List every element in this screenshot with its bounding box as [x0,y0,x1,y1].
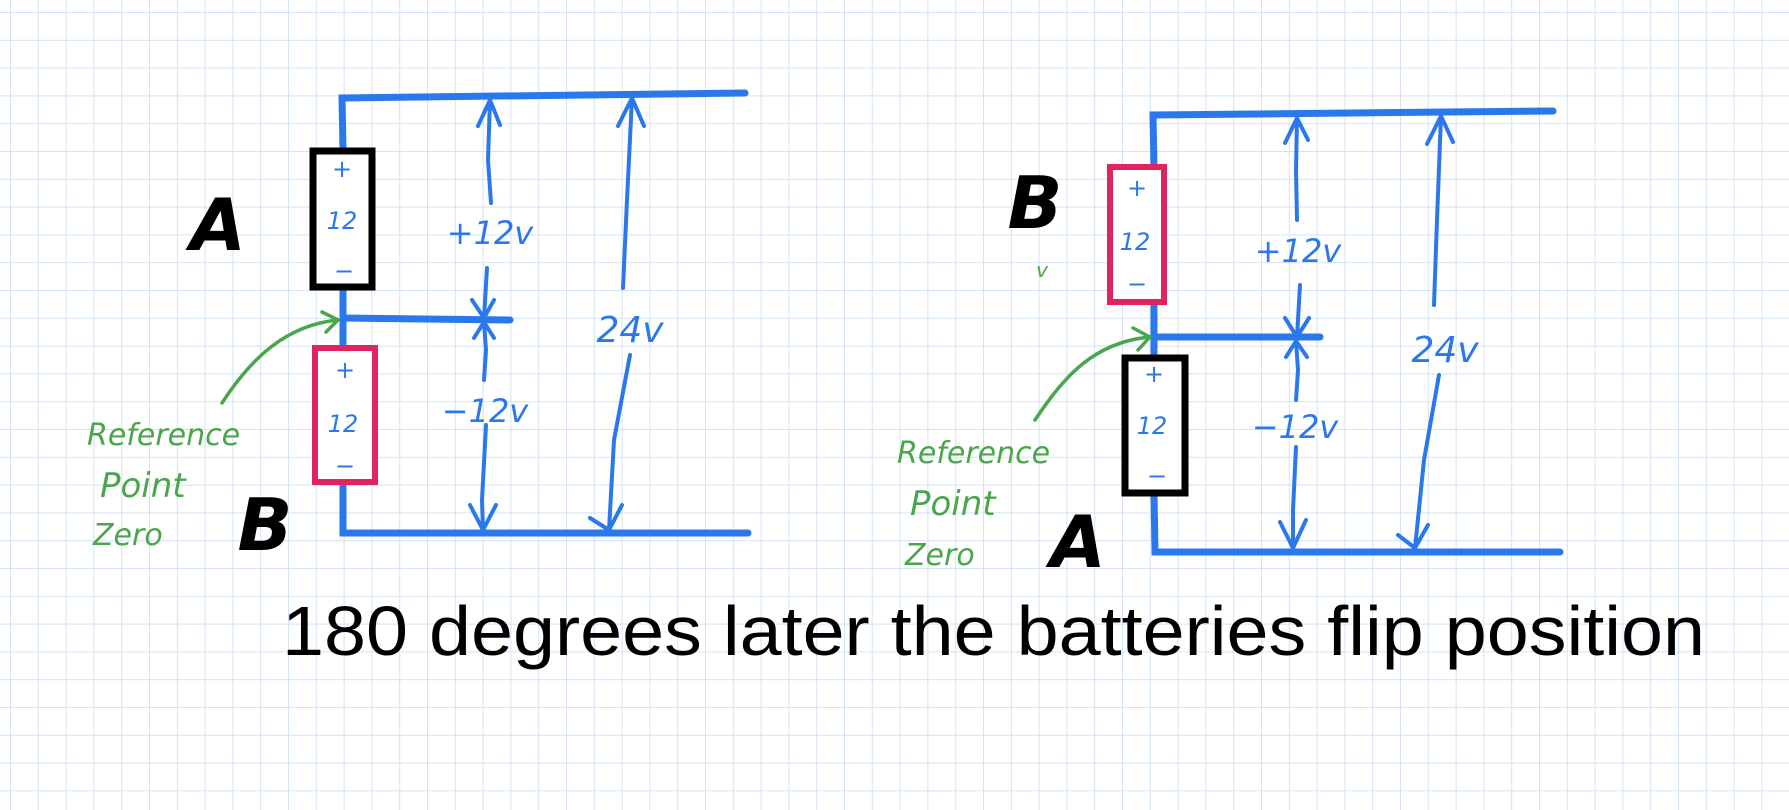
battery-b-minus: − [335,452,355,480]
battery-a-plus: + [332,155,352,183]
middle-wire [339,284,514,351]
upper-voltage-arrow [1283,116,1311,339]
top-wire [338,89,749,154]
total-voltage-arrow [588,96,646,532]
reference-label-line3: Zero [904,538,975,573]
bottom-wire [1150,489,1564,556]
total-voltage-arrow [1396,114,1455,550]
reference-label-line2: Point [910,484,997,524]
battery-b: + 12 − [312,345,378,485]
battery-a: + 12 − [1121,354,1189,497]
battery-a-minus: − [334,257,354,285]
battery-a-label: A [185,183,246,267]
battery-a-value: 12 [1137,412,1168,440]
reference-label-line3: Zero [92,518,163,553]
middle-wire [1150,299,1324,361]
battery-b-plus: + [1127,174,1147,202]
reference-leader-arrow [1033,326,1152,422]
lower-voltage-arrow [468,320,498,532]
circuit-before: + 12 − A + 12 − B +12v −12v 24v [87,89,752,567]
battery-a-minus: − [1147,462,1167,490]
battery-b-minus: − [1127,270,1147,298]
battery-a-body [1121,354,1189,497]
reference-label-line1: Reference [897,436,1050,471]
upper-voltage-arrow [470,98,502,320]
battery-b-body [312,345,378,485]
caption: 180 degrees later the batteries flip pos… [282,592,1705,670]
bottom-wire [339,478,752,537]
battery-a-value: 12 [327,207,358,235]
battery-b-label: B [1008,161,1063,245]
top-wire [1149,107,1557,171]
battery-a-body [309,147,376,291]
battery-b-body [1107,164,1167,305]
battery-b-value: 12 [328,410,359,438]
reference-label-line1: Reference [87,418,240,453]
reference-leader-arrow [220,310,340,405]
battery-a-plus: + [1144,360,1164,388]
battery-b-label: B [238,483,293,567]
circuit-after: + 12 − B v + 12 − A +12v −12v 24v [897,107,1564,584]
upper-voltage-label: +12v [447,214,535,252]
battery-b-value: 12 [1120,228,1151,256]
lower-voltage-label: −12v [1252,408,1340,446]
battery-a-label: A [1045,500,1106,584]
total-voltage-label: 24v [596,310,664,351]
total-voltage-label: 24v [1411,330,1479,371]
reference-label-line2: Point [100,466,187,506]
lower-voltage-arrow [1278,339,1309,550]
upper-voltage-label: +12v [1255,232,1343,270]
battery-b: + 12 − [1107,164,1167,305]
stray-mark: v [1036,258,1049,282]
battery-a: + 12 − [309,147,376,291]
lower-voltage-label: −12v [442,392,530,430]
battery-b-plus: + [335,356,355,384]
